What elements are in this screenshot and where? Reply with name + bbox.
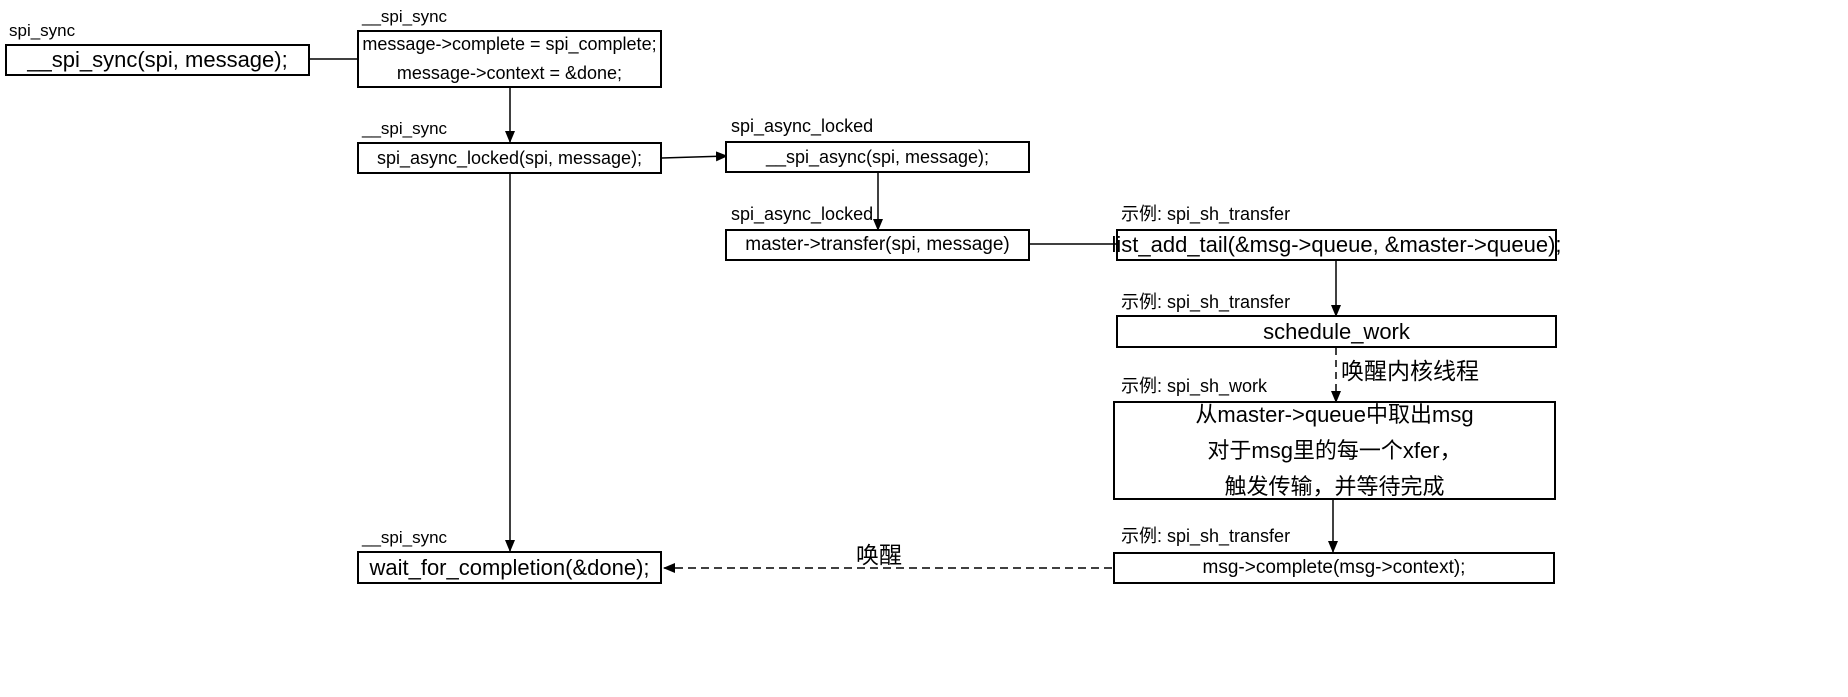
n9-context-label: 示例: spi_sh_transfer	[1121, 526, 1291, 546]
n5-box: master->transfer(spi, message)	[725, 229, 1030, 261]
n8-line-2: 对于msg里的每一个xfer，	[1207, 437, 1462, 463]
n9-code: msg->complete(msg->context);	[1202, 557, 1466, 578]
n9-box: msg->complete(msg->context);	[1113, 552, 1555, 584]
n3-box: spi_async_locked(spi, message);	[357, 142, 662, 174]
n5-code: master->transfer(spi, message)	[745, 234, 1010, 255]
n2-box: message->complete = spi_complete; messag…	[357, 30, 662, 88]
n6-code: list_add_tail(&msg->queue, &master->queu…	[1111, 232, 1562, 257]
n10-code: wait_for_completion(&done);	[369, 554, 650, 580]
wake-label: 唤醒	[856, 542, 902, 568]
n8-line-1: 从master->queue中取出msg	[1195, 401, 1474, 427]
n7-code: schedule_work	[1263, 318, 1410, 344]
n1-code: __spi_sync(spi, message);	[27, 47, 288, 72]
n8-box: 从master->queue中取出msg 对于msg里的每一个xfer， 触发传…	[1113, 401, 1556, 500]
n6-context-label: 示例: spi_sh_transfer	[1121, 204, 1291, 224]
arrow-n3-to-n4	[661, 151, 728, 162]
n1-context-label: spi_sync	[9, 21, 76, 40]
n1-box: __spi_sync(spi, message);	[5, 44, 310, 76]
n7-box: schedule_work	[1116, 315, 1557, 348]
n8-context-label: 示例: spi_sh_work	[1121, 376, 1268, 396]
n3-context-label: __spi_sync	[362, 119, 448, 138]
n10-box: wait_for_completion(&done);	[357, 551, 662, 584]
wake-kernel-thread-label: 唤醒内核线程	[1341, 358, 1479, 384]
n4-context-label: spi_async_locked	[731, 116, 874, 136]
n2-context-label: __spi_sync	[362, 7, 448, 26]
n3-code: spi_async_locked(spi, message);	[376, 147, 643, 168]
n8-line-3: 触发传输，并等待完成	[1224, 473, 1445, 499]
n4-code: __spi_async(spi, message);	[765, 146, 990, 167]
n10-context-label: __spi_sync	[362, 528, 448, 547]
n4-box: __spi_async(spi, message);	[725, 141, 1030, 173]
n7-context-label: 示例: spi_sh_transfer	[1121, 292, 1291, 312]
n5-context-label: spi_async_locked	[731, 204, 874, 224]
n6-box: list_add_tail(&msg->queue, &master->queu…	[1111, 229, 1562, 261]
n2-line-2: message->context = &done;	[396, 63, 623, 83]
n2-line-1: message->complete = spi_complete;	[362, 34, 657, 54]
